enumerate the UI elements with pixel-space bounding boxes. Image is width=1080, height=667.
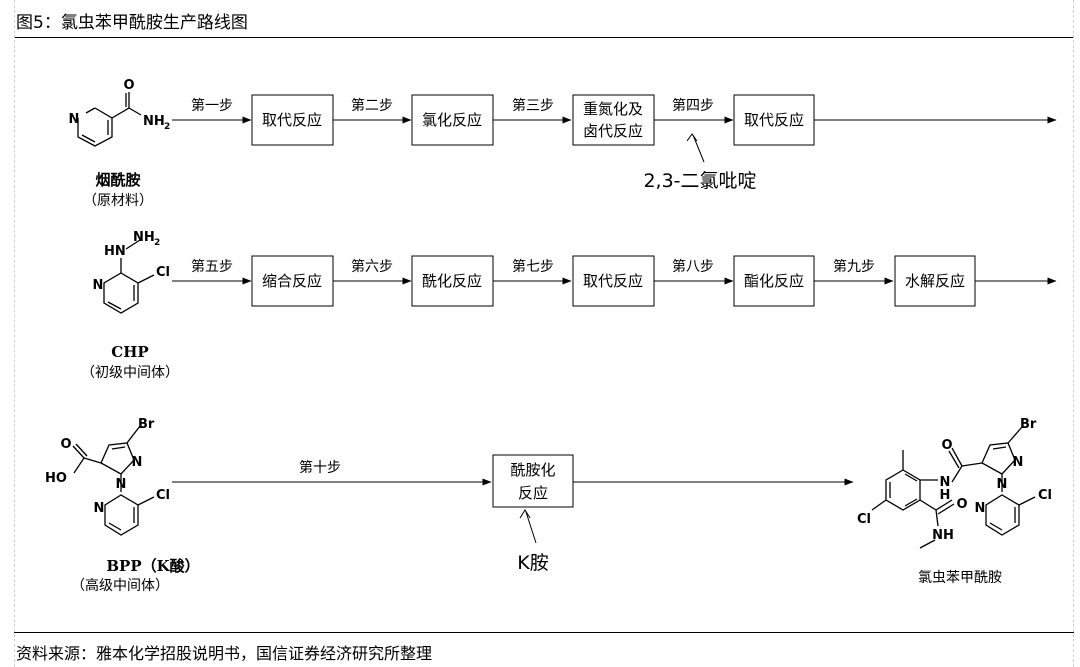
step-7-label: 第七步 bbox=[512, 258, 554, 275]
atom-cl: Cl bbox=[156, 265, 170, 280]
arrow-reagent-dichloropyridine bbox=[686, 133, 705, 163]
atom-n-pyrazole: N bbox=[1013, 455, 1024, 470]
row1-mol-sub: （原材料） bbox=[83, 193, 153, 209]
box-esterification-label: 酯化反应 bbox=[744, 272, 804, 290]
atom-n1-pyrazole: N bbox=[997, 477, 1008, 492]
box-substitution-3 bbox=[572, 255, 655, 307]
atom-nh2: NH bbox=[143, 114, 165, 129]
molecule-chp: N HN NH 2 Cl bbox=[93, 230, 170, 314]
step-8-label: 第八步 bbox=[672, 258, 714, 275]
row3-mol-sub: （高级中间体） bbox=[71, 577, 169, 594]
atom-n: N bbox=[69, 112, 80, 127]
step-6-label: 第六步 bbox=[351, 258, 393, 275]
figure-title: 图5：氯虫苯甲酰胺生产路线图 bbox=[16, 13, 248, 33]
row2-mol-name: CHP bbox=[111, 343, 148, 361]
atom-nh2-sub: 2 bbox=[154, 238, 160, 248]
box-substitution-3-label: 取代反应 bbox=[583, 272, 643, 290]
box-diazotization bbox=[572, 94, 655, 146]
atom-hn: HN bbox=[104, 244, 126, 259]
molecule-bpp: Br O HO N N N Cl bbox=[45, 417, 170, 536]
molecule-nicotinamide: N O NH 2 bbox=[69, 78, 170, 147]
box-condensation-label: 缩合反应 bbox=[262, 272, 322, 290]
box-diazotization-label-2: 卤代反应 bbox=[583, 122, 643, 140]
step-4-label: 第四步 bbox=[672, 97, 714, 114]
reagent-dichloropyridine: 2,3-二氯吡啶 bbox=[643, 170, 756, 192]
step-10-label: 第十步 bbox=[299, 459, 341, 476]
reagent-k-amine: K胺 bbox=[517, 552, 548, 574]
box-amidation-label-1: 酰胺化 bbox=[510, 461, 555, 479]
box-substitution-2-label: 取代反应 bbox=[744, 111, 804, 129]
box-chlorination bbox=[411, 94, 494, 146]
box-hydrolysis bbox=[894, 255, 976, 307]
atom-nh2-sub: 2 bbox=[164, 122, 170, 132]
box-acylation bbox=[411, 255, 494, 307]
box-acylation-label: 酰化反应 bbox=[422, 272, 482, 290]
atom-o: O bbox=[941, 438, 952, 453]
molecule-chlorantraniliprole: O N H Br N N N Cl Cl O NH bbox=[857, 417, 1052, 549]
right-page-edge bbox=[1073, 0, 1074, 667]
box-substitution-1-label: 取代反应 bbox=[262, 111, 322, 129]
atom-cl-pyridine: Cl bbox=[1038, 488, 1052, 503]
atom-br: Br bbox=[1020, 417, 1037, 432]
atom-cl: Cl bbox=[156, 488, 170, 503]
row1-mol-name: 烟酰胺 bbox=[95, 171, 140, 189]
step-1-label: 第一步 bbox=[191, 97, 233, 114]
row2-mol-sub: （初级中间体） bbox=[81, 364, 179, 381]
step-3-label: 第三步 bbox=[512, 97, 554, 114]
atom-o-amide: O bbox=[956, 497, 967, 512]
step-9-label: 第九步 bbox=[833, 258, 875, 275]
bottom-rule bbox=[14, 632, 1074, 633]
source-note: 资料来源：雅本化学招股说明书，国信证券经济研究所整理 bbox=[16, 644, 433, 663]
atom-n-pyridine: N bbox=[94, 501, 105, 516]
atom-o: O bbox=[123, 78, 134, 93]
row3-mol-name: BPP（K酸） bbox=[106, 557, 199, 575]
box-esterification bbox=[733, 255, 815, 307]
atom-n1-pyrazole: N bbox=[116, 477, 127, 492]
atom-cl-benzene: Cl bbox=[857, 512, 871, 527]
left-page-edge bbox=[14, 0, 15, 667]
box-amidation bbox=[492, 454, 574, 508]
box-hydrolysis-label: 水解反应 bbox=[905, 272, 965, 290]
top-rule bbox=[14, 37, 1074, 38]
atom-ho: HO bbox=[45, 471, 67, 486]
step-5-label: 第五步 bbox=[191, 258, 233, 275]
box-diazotization-label-1: 重氮化及 bbox=[583, 100, 643, 118]
box-amidation-label-2: 反应 bbox=[518, 484, 548, 502]
arrow-reagent-k-amine bbox=[519, 509, 537, 544]
box-substitution-1 bbox=[251, 94, 334, 146]
atom-n-pyridine: N bbox=[975, 501, 986, 516]
box-condensation bbox=[251, 255, 334, 307]
atom-nh: NH bbox=[932, 528, 954, 543]
atom-o: O bbox=[60, 437, 71, 452]
atom-n-amide: N bbox=[940, 475, 951, 490]
atom-n: N bbox=[93, 278, 104, 293]
box-chlorination-label: 氯化反应 bbox=[422, 111, 482, 129]
box-substitution-2 bbox=[733, 94, 815, 146]
atom-n-pyrazole: N bbox=[132, 455, 143, 470]
atom-h-amide: H bbox=[940, 488, 951, 503]
product-name: 氯虫苯甲酰胺 bbox=[918, 569, 1002, 586]
step-2-label: 第二步 bbox=[351, 97, 393, 114]
atom-br: Br bbox=[138, 417, 155, 432]
atom-nh2: NH bbox=[133, 230, 155, 245]
